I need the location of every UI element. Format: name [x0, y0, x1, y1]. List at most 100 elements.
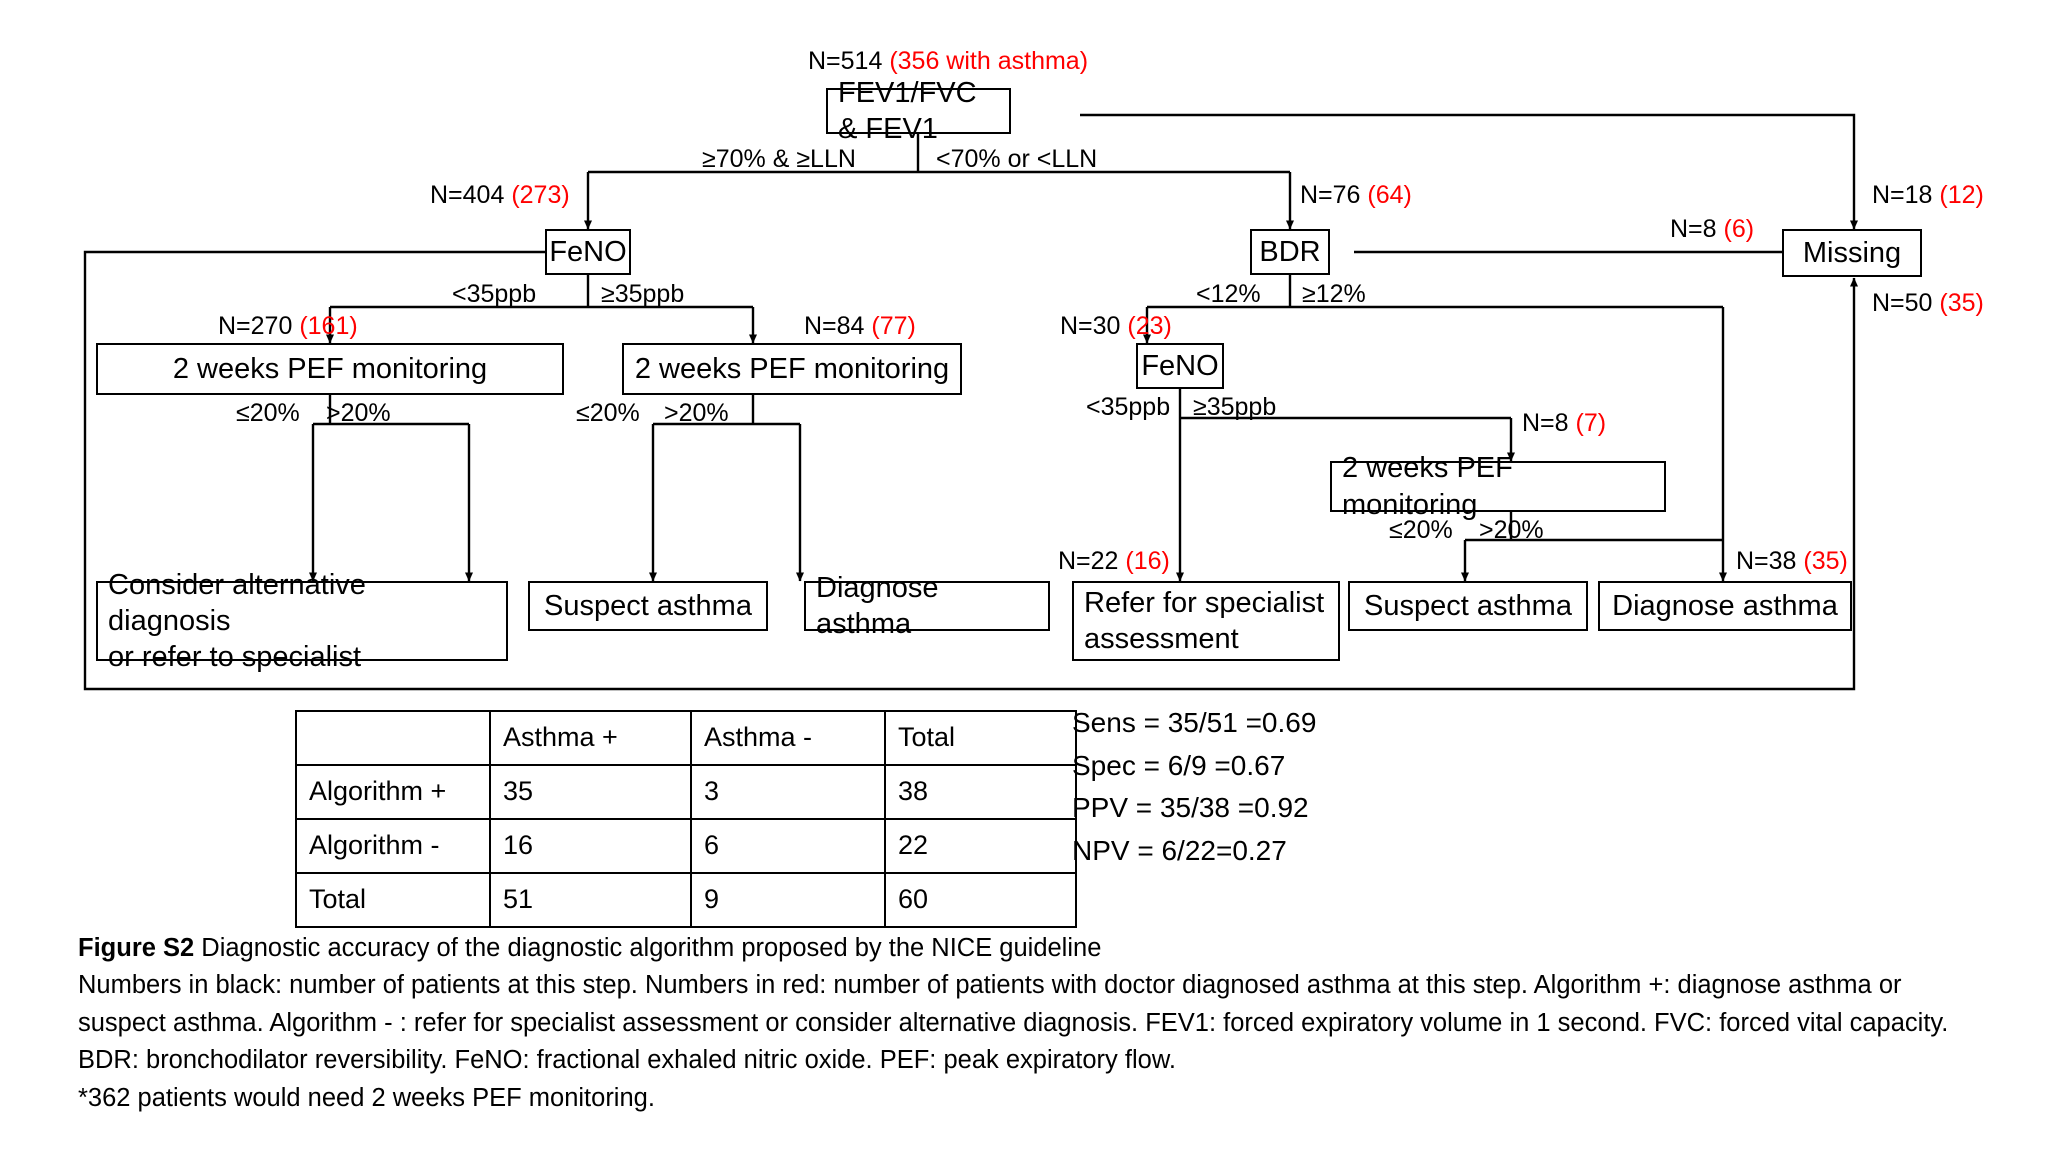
node-feno-left[interactable]: FeNO: [545, 229, 631, 275]
figure-title: Diagnostic accuracy of the diagnostic al…: [201, 934, 1102, 962]
count-to-feno-left-n: N=404: [430, 181, 505, 209]
count-to-diagnose-right: N=38 (35): [1736, 548, 1848, 574]
count-bdr-to-missing-red: (6): [1723, 215, 1755, 243]
table-row-label: Algorithm -: [295, 818, 491, 874]
cond-feno-right-low: <35ppb: [1086, 393, 1171, 421]
caption-legend: Numbers in black: number of patients at …: [78, 971, 1949, 1075]
cond-feno-right-high: ≥35ppb: [1193, 393, 1277, 421]
table-row: Algorithm - 16 6 22: [295, 818, 1077, 874]
cond-pef-l2-high: >20%: [664, 399, 729, 427]
node-diagnose-asthma-left-label: Diagnose asthma: [816, 571, 939, 640]
node-diagnose-asthma-left[interactable]: Diagnose asthma: [804, 572, 1050, 640]
node-diagnose-asthma-right[interactable]: Diagnose asthma: [1598, 581, 1852, 631]
node-pef-left-1[interactable]: 2 weeks PEF monitoring: [96, 343, 564, 395]
table-cell: 16: [489, 818, 692, 874]
table-row-label: Algorithm +: [295, 764, 491, 820]
node-consider-alternative[interactable]: Consider alternative diagnosis or refer …: [96, 569, 508, 673]
count-to-feno-right-n: N=30: [1060, 312, 1121, 340]
count-root-to-missing-n: N=18: [1872, 181, 1933, 209]
cond-pef-r-high: >20%: [1479, 516, 1544, 544]
node-pef-left-1-label: 2 weeks PEF monitoring: [172, 352, 488, 385]
node-suspect-asthma-right[interactable]: Suspect asthma: [1348, 581, 1588, 631]
count-to-diagnose-right-red: (35): [1803, 547, 1848, 575]
count-to-pef-right-red: (7): [1575, 409, 1607, 437]
figure-caption: Figure S2 Diagnostic accuracy of the dia…: [78, 930, 1988, 1117]
count-to-bdr-red: (64): [1367, 181, 1412, 209]
count-to-pef-left-2: N=84 (77): [804, 313, 916, 339]
stat-npv: NPV = 6/22=0.27: [1072, 834, 1287, 866]
count-to-pef-left-2-red: (77): [871, 312, 916, 340]
table-cell: 9: [690, 872, 886, 928]
cond-pef-r-low: ≤20%: [1389, 516, 1453, 544]
figure-label: Figure S2: [78, 934, 195, 962]
table-row-label: Total: [295, 872, 491, 928]
table-row: Algorithm + 35 3 38: [295, 764, 1077, 820]
node-suspect-asthma-left[interactable]: Suspect asthma: [528, 581, 768, 631]
count-root-n: N=514: [808, 47, 883, 75]
cond-pef-l1-high: >20%: [326, 399, 391, 427]
count-to-feno-left-red: (273): [511, 181, 570, 209]
node-pef-left-2-label: 2 weeks PEF monitoring: [634, 352, 950, 385]
count-to-pef-right: N=8 (7): [1522, 410, 1606, 436]
node-root[interactable]: FEV1/FVC & FEV1: [826, 77, 1011, 145]
cond-pef-l1-low: ≤20%: [236, 399, 300, 427]
table-cell: 3: [690, 764, 886, 820]
cond-bdr-low: <12%: [1196, 280, 1261, 308]
count-to-bdr: N=76 (64): [1300, 182, 1412, 208]
node-refer-specialist-label: Refer for specialist assessment: [1084, 586, 1325, 655]
caption-footnote: *362 patients would need 2 weeks PEF mon…: [78, 1083, 655, 1112]
count-bdr-to-missing-n: N=8: [1670, 215, 1717, 243]
count-to-refer: N=22 (16): [1058, 548, 1170, 574]
node-suspect-asthma-right-label: Suspect asthma: [1364, 589, 1572, 622]
node-consider-alternative-label: Consider alternative diagnosis or refer …: [108, 568, 366, 674]
table-header-asthma-minus: Asthma -: [690, 710, 886, 766]
table-cell: 60: [884, 872, 1077, 928]
count-to-bdr-n: N=76: [1300, 181, 1361, 209]
table-cell: 6: [690, 818, 886, 874]
node-bdr-label: BDR: [1259, 235, 1321, 268]
count-root-to-missing-red: (12): [1939, 181, 1984, 209]
count-bdr-to-missing: N=8 (6): [1670, 216, 1754, 242]
table-header-asthma-plus: Asthma +: [489, 710, 692, 766]
caption-title-line: Figure S2 Diagnostic accuracy of the dia…: [78, 930, 1988, 967]
node-feno-right-label: FeNO: [1141, 349, 1219, 382]
node-pef-right-label: 2 weeks PEF monitoring: [1342, 452, 1513, 521]
count-to-pef-left-1-red: (161): [299, 312, 358, 340]
accuracy-table: Asthma + Asthma - Total Algorithm + 35 3…: [295, 710, 1077, 928]
count-to-refer-n: N=22: [1058, 547, 1119, 575]
cond-root-right: <70% or <LLN: [936, 145, 1098, 173]
count-root: N=514 (356 with asthma): [808, 48, 1088, 74]
node-feno-right[interactable]: FeNO: [1136, 343, 1224, 389]
cond-bdr-high: ≥12%: [1302, 280, 1366, 308]
node-pef-right[interactable]: 2 weeks PEF monitoring: [1330, 452, 1666, 521]
node-refer-specialist[interactable]: Refer for specialist assessment: [1072, 581, 1340, 661]
node-feno-left-label: FeNO: [549, 235, 627, 268]
node-pef-left-2[interactable]: 2 weeks PEF monitoring: [622, 343, 962, 395]
table-header-row: Asthma + Asthma - Total: [295, 710, 1077, 766]
count-to-pef-right-n: N=8: [1522, 409, 1569, 437]
table-header-total: Total: [884, 710, 1077, 766]
stat-sensitivity: Sens = 35/51 =0.69: [1072, 707, 1317, 738]
count-to-pef-left-2-n: N=84: [804, 312, 865, 340]
node-root-label: FEV1/FVC & FEV1: [838, 76, 977, 145]
cond-pef-l2-low: ≤20%: [576, 399, 640, 427]
accuracy-stats: Sens = 35/51 =0.69 Spec = 6/9 =0.67 PPV …: [1072, 702, 1316, 872]
cond-feno-left-high: ≥35ppb: [601, 280, 685, 308]
count-root-red: (356 with asthma): [889, 47, 1089, 75]
table-cell: 22: [884, 818, 1077, 874]
count-feno-left-to-missing-red: (35): [1939, 289, 1984, 317]
node-missing[interactable]: Missing: [1782, 229, 1922, 277]
cond-root-left: ≥70% & ≥LLN: [702, 145, 856, 173]
node-suspect-asthma-left-label: Suspect asthma: [544, 589, 752, 622]
count-feno-left-to-missing-n: N=50: [1872, 289, 1933, 317]
count-to-pef-left-1: N=270 (161): [218, 313, 358, 339]
count-to-feno-right: N=30 (23): [1060, 313, 1172, 339]
count-to-feno-right-red: (23): [1127, 312, 1172, 340]
node-bdr[interactable]: BDR: [1250, 229, 1330, 275]
cond-feno-left-low: <35ppb: [452, 280, 537, 308]
table-cell: 38: [884, 764, 1077, 820]
table-header-blank: [295, 710, 491, 766]
count-feno-left-to-missing: N=50 (35): [1872, 290, 1984, 316]
stat-specificity: Spec = 6/9 =0.67: [1072, 749, 1286, 781]
